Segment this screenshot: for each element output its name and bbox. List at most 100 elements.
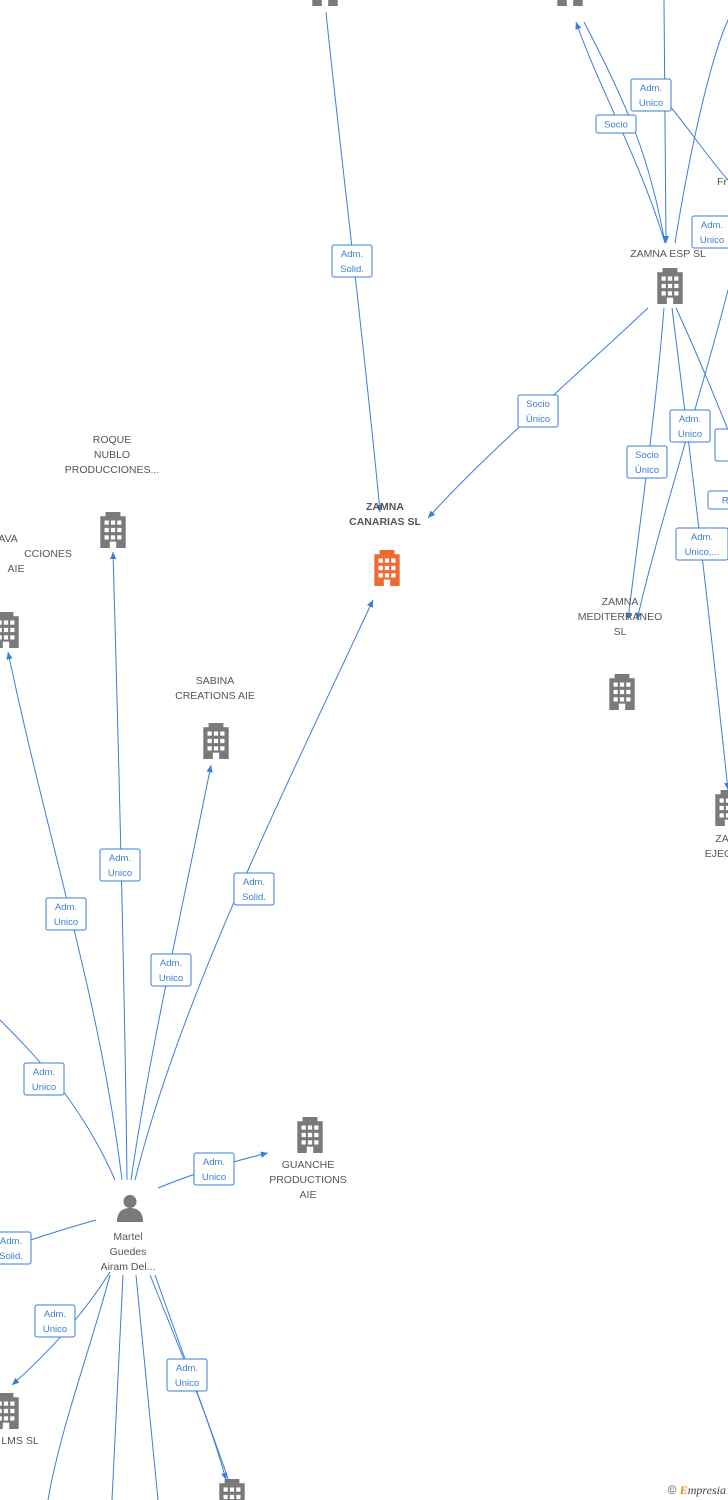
- edge-label-e11[interactable]: Adm. Unico: [691, 215, 728, 249]
- node-za-ejecu[interactable]: ZA EJECU: [705, 790, 728, 860]
- building-icon: [609, 674, 635, 710]
- edge-label-e15[interactable]: Adm.Unico: [150, 953, 192, 987]
- edge-label-e19[interactable]: Adm.Unico: [193, 1152, 235, 1186]
- node-label: NUBLO: [94, 449, 130, 461]
- edge-label-box: [669, 409, 711, 443]
- edge-label-e13[interactable]: Adm. Solid.: [233, 872, 275, 906]
- edge-label-text: Adm.: [701, 220, 723, 231]
- node-label: SL: [614, 626, 627, 638]
- node-label: EJECU: [705, 848, 728, 860]
- edge-label-e17[interactable]: Adm. Unico: [23, 1062, 65, 1096]
- node-label: ZAMNA: [602, 596, 639, 608]
- edge-line-e11: [674, 19, 728, 244]
- edge-line-e4: [583, 21, 666, 244]
- building-icon: [203, 723, 229, 759]
- building-icon: [0, 1393, 19, 1429]
- edge-label-box: [23, 1062, 65, 1096]
- edge-label-text: Adm.: [640, 83, 662, 94]
- node-label: Fr: [717, 176, 727, 188]
- edge-label-e18[interactable]: Adm.Solid.: [0, 1231, 32, 1265]
- node-top-mid[interactable]: [312, 0, 338, 6]
- edge-label-text: Unico: [108, 868, 132, 879]
- edge-label-text: Adm.: [176, 1363, 198, 1374]
- node-zamna-mediterraneo[interactable]: ZAMNA MEDITERRANEO SL: [578, 596, 663, 710]
- edge-line-e23: [47, 1274, 111, 1500]
- edge-label-text: Adm.: [243, 877, 265, 888]
- edge-label-box: [99, 848, 141, 882]
- edge-label-e10[interactable]: Adm.Unico,...: [675, 527, 728, 561]
- node-bottom-mid[interactable]: [219, 1479, 245, 1500]
- edge-label-text: Unico: [700, 235, 724, 246]
- edge-label-box: [626, 445, 668, 479]
- edge-label-box: [517, 394, 559, 428]
- edge-label-e14[interactable]: Adm.Unico: [99, 848, 141, 882]
- edge-label-text: Único: [526, 414, 550, 425]
- node-label: MEDITERRANEO: [578, 611, 663, 623]
- edge-label-text: Adm.: [341, 249, 363, 260]
- edge-label-text: Unico: [54, 917, 78, 928]
- edge-line-e8: [675, 307, 728, 431]
- edge-label-e2[interactable]: Adm. Unico: [630, 78, 672, 112]
- building-icon: [374, 550, 400, 586]
- edge-label-e20[interactable]: Adm.Unico: [34, 1304, 76, 1338]
- edge-label-box: [630, 78, 672, 112]
- node-label: ZAMNA ESP SL: [630, 248, 706, 260]
- building-icon: [715, 790, 728, 826]
- edge-label-box: [714, 428, 728, 462]
- edge-label-text: Único: [635, 465, 659, 476]
- edge-line-e2: [662, 0, 670, 244]
- edge-label-box: [45, 897, 87, 931]
- edge-line-e25: [135, 1274, 159, 1500]
- edge-label-text: Unico: [639, 98, 663, 109]
- node-zamna-esp[interactable]: ZAMNA ESP SL: [630, 248, 706, 304]
- edge-label-text: Solid.: [242, 892, 266, 903]
- edge-label-e16[interactable]: Adm. Unico: [45, 897, 87, 931]
- edge-label-text: Unico: [32, 1082, 56, 1093]
- edge-label-text: Adm.: [55, 902, 77, 913]
- edge-label-text: Adm.: [0, 1236, 22, 1247]
- node-label: ZA: [715, 833, 728, 845]
- node-top-right[interactable]: [557, 0, 583, 6]
- node-label: Martel: [113, 1231, 142, 1243]
- copyright-notice: © Empresia: [668, 1483, 726, 1498]
- edge-label-text: Socio: [526, 399, 550, 410]
- logo-text: mpresia: [687, 1483, 726, 1497]
- person-icon: [116, 1194, 144, 1222]
- edge-label-e1[interactable]: Adm.Solid.: [331, 244, 373, 278]
- edge-label-text: Adm.: [44, 1309, 66, 1320]
- node-roque-nublo[interactable]: ROQUENUBLOPRODUCCIONES...: [65, 434, 160, 548]
- edge-label-e8[interactable]: AU: [714, 428, 728, 462]
- edge-label-e9[interactable]: Re: [707, 490, 728, 510]
- empresia-logo[interactable]: Empresia: [680, 1483, 726, 1497]
- edge-label-e21[interactable]: Adm. Unico: [166, 1358, 208, 1392]
- node-label: PRODUCCIONES...: [65, 464, 160, 476]
- building-icon: [0, 612, 19, 648]
- edge-label-text: Adm.: [33, 1067, 55, 1078]
- edge-label-text: Unico: [202, 1172, 226, 1183]
- edge-label-e7[interactable]: Adm.Unico: [669, 409, 711, 443]
- node-label: SABINA: [196, 675, 235, 687]
- edge-label-box: [0, 1231, 32, 1265]
- node-lms[interactable]: LMS SL: [0, 1393, 39, 1447]
- node-label: LMS SL: [1, 1435, 39, 1447]
- node-label: PRODUCTIONS: [269, 1174, 347, 1186]
- edge-label-text: Unico: [175, 1378, 199, 1389]
- edge-line-e24: [111, 1274, 124, 1500]
- edge-label-text: Re: [722, 496, 728, 507]
- building-icon: [100, 512, 126, 548]
- edge-line-e22: [154, 1274, 233, 1491]
- node-fr-partial[interactable]: Fr: [717, 176, 727, 188]
- building-icon: [312, 0, 338, 6]
- edge-label-e3[interactable]: Socio: [595, 114, 637, 134]
- logo-initial: E: [679, 1483, 688, 1497]
- building-icon: [297, 1117, 323, 1153]
